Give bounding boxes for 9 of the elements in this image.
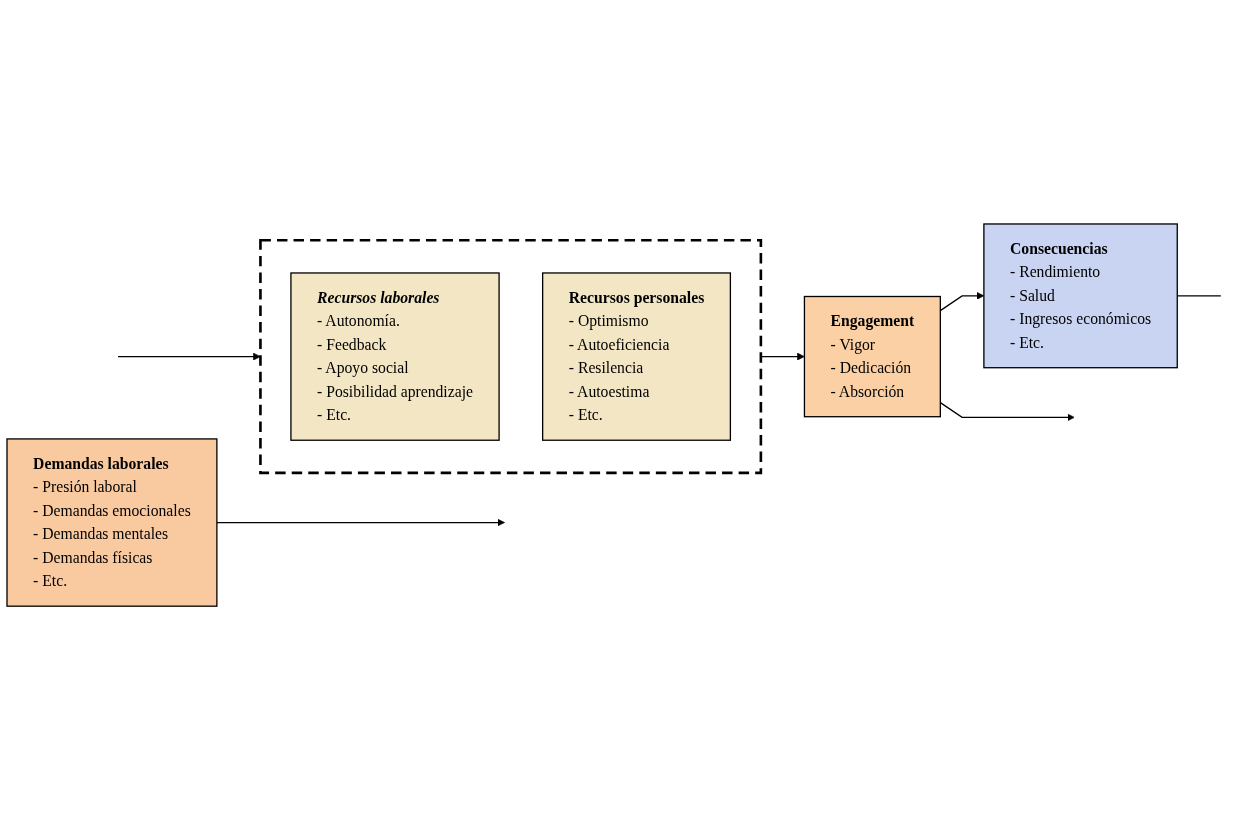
arrow xyxy=(117,352,261,361)
arrow xyxy=(760,352,805,361)
node-box: Recursos laborales - Autonomía. - Feedback - Apoyo social - Posibilidad aprendizaje - Etc. xyxy=(290,272,500,441)
node-box: Demandas laborales - Presión laboral - Demandas emocionales - Demandas mentales - Demandas físicas - Etc. xyxy=(6,438,218,607)
cluster xyxy=(259,238,763,475)
node-box: Recursos personales - Optimismo - Autoeficiencia - Resilencia - Autoestima - Etc. xyxy=(542,272,732,441)
node-box: Consecuencias - Rendimiento - Salud - Ingresos económicos - Etc. xyxy=(983,223,1178,369)
node-box: Engagement - Vigor - Dedicación - Absorción xyxy=(803,295,941,418)
arrow xyxy=(216,518,505,527)
